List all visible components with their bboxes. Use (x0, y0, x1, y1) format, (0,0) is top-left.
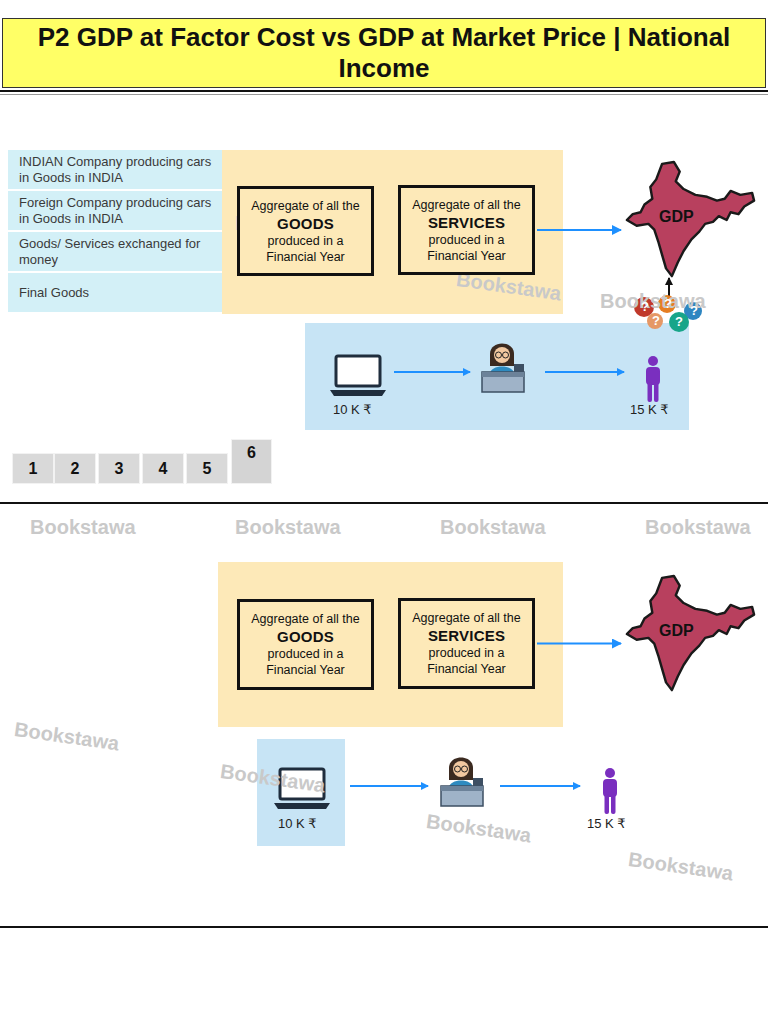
list-item: INDIAN Company producing cars in Goods i… (8, 150, 222, 191)
money-label: 10 K ₹ (333, 402, 372, 417)
category-heading: GOODS (244, 627, 367, 646)
page-tab: 5 (186, 453, 228, 484)
page-tab: 4 (142, 453, 184, 484)
aggregate-box: Aggregate of all theGOODSproduced in a F… (237, 186, 374, 276)
category-heading: SERVICES (405, 626, 528, 645)
india-map: GDP (621, 160, 757, 280)
box-text: produced in a Financial Year (244, 233, 367, 265)
watermark: Bookstawa (645, 516, 751, 539)
box-text: Aggregate of all the (405, 197, 528, 213)
tab-number: 1 (29, 460, 38, 478)
flow-arrow (537, 229, 621, 231)
tab-number: 6 (247, 444, 256, 462)
money-label: 15 K ₹ (587, 816, 626, 831)
aggregate-box: Aggregate of all theSERVICESproduced in … (398, 598, 535, 689)
list-text: Final Goods (19, 285, 214, 301)
money-label: 10 K ₹ (278, 816, 317, 831)
question-mark: ? (637, 299, 653, 315)
watermark: Bookstawa (425, 810, 533, 847)
question-mark: ? (686, 303, 702, 319)
aggregate-box: Aggregate of all theSERVICESproduced in … (398, 185, 535, 275)
question-mark: ? (660, 296, 676, 312)
list-item: Final Goods (8, 273, 222, 314)
india-shape (627, 576, 754, 690)
page-tab: 2 (54, 453, 96, 484)
list-item: Foreign Company producing cars in Goods … (8, 191, 222, 232)
question-mark: ? (671, 314, 687, 330)
watermark: Bookstawa (235, 516, 341, 539)
page-tab: 3 (98, 453, 140, 484)
category-heading: SERVICES (405, 213, 528, 232)
tab-number: 5 (203, 460, 212, 478)
aggregate-box: Aggregate of all theGOODSproduced in a F… (237, 599, 374, 690)
tab-number: 3 (115, 460, 124, 478)
category-heading: GOODS (244, 214, 367, 233)
map-label: GDP (659, 622, 694, 640)
list-text: INDIAN Company producing cars in Goods i… (19, 154, 214, 186)
box-text: Aggregate of all the (405, 610, 528, 626)
watermark: Bookstawa (600, 290, 706, 313)
money-label: 15 K ₹ (630, 402, 669, 417)
box-text: produced in a Financial Year (405, 645, 528, 677)
india-map: GDP (621, 574, 757, 694)
box-text: produced in a Financial Year (244, 646, 367, 678)
watermark: Bookstawa (440, 516, 546, 539)
list-text: Goods/ Services exchanged for money (19, 236, 214, 268)
list-text: Foreign Company producing cars in Goods … (19, 195, 214, 227)
watermark: Bookstawa (627, 848, 735, 885)
tab-number: 2 (71, 460, 80, 478)
tab-number: 4 (159, 460, 168, 478)
flow-arrow (537, 643, 621, 645)
page-tab: 1 (12, 453, 54, 484)
page-tab: 6 (231, 439, 272, 484)
map-label: GDP (659, 208, 694, 226)
box-text: Aggregate of all the (244, 198, 367, 214)
title-text: P2 GDP at Factor Cost vs GDP at Market P… (3, 22, 765, 84)
list-item: Goods/ Services exchanged for money (8, 232, 222, 273)
box-text: produced in a Financial Year (405, 232, 528, 264)
india-shape (627, 162, 754, 276)
watermark: Bookstawa (30, 516, 136, 539)
question-mark: ? (648, 313, 664, 329)
watermark: Bookstawa (13, 718, 121, 755)
box-text: Aggregate of all the (244, 611, 367, 627)
title-banner: P2 GDP at Factor Cost vs GDP at Market P… (2, 18, 766, 88)
